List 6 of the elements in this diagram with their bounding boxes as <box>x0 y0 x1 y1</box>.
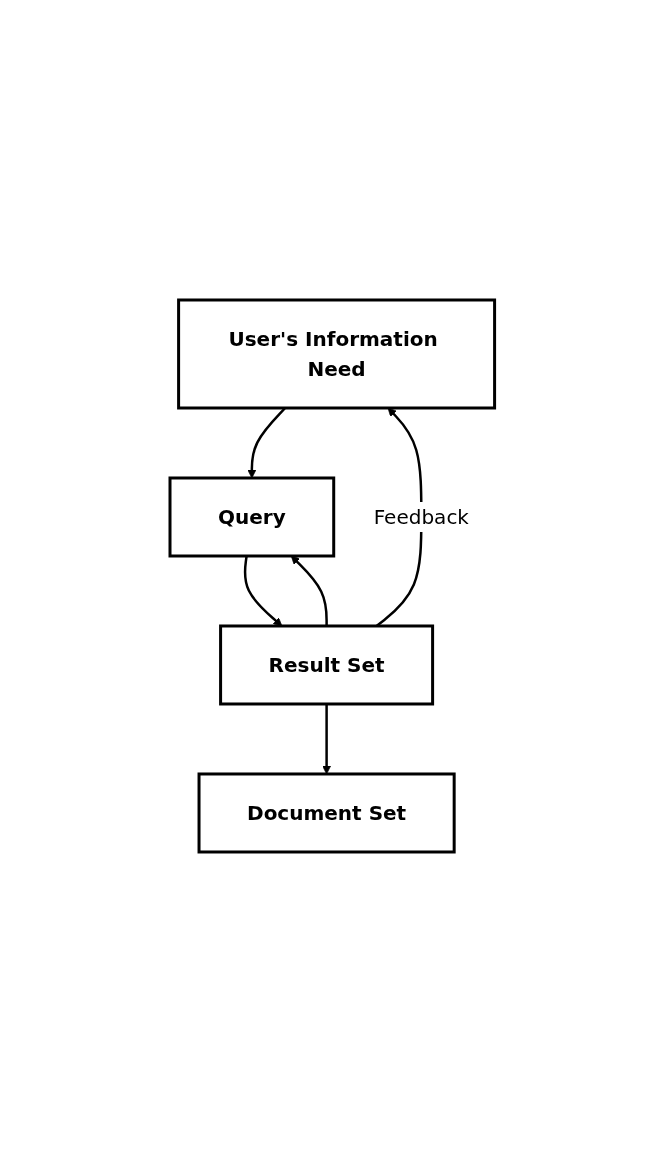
node-box: Query <box>168 476 336 558</box>
node-box: Document Set <box>197 772 456 854</box>
arrow <box>291 555 329 626</box>
node-box: Result Set <box>219 624 435 706</box>
edge-label: Feedback <box>373 504 470 529</box>
node-box: User's Information Need <box>177 298 497 410</box>
